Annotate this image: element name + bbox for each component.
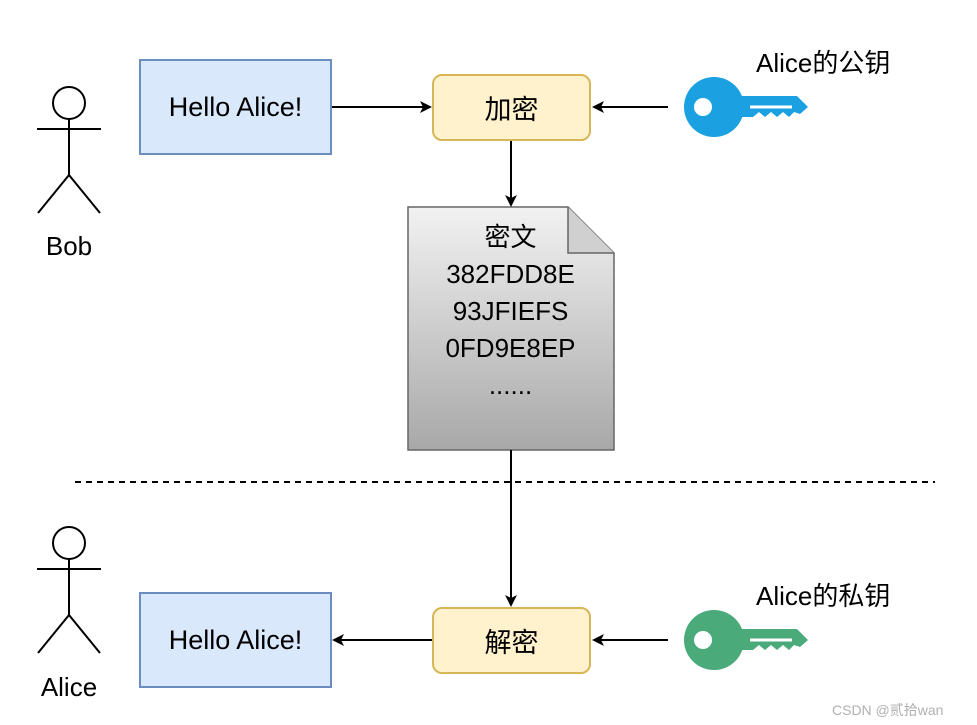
decrypted-message-box: Hello Alice! xyxy=(139,592,332,688)
decrypt-box: 解密 xyxy=(432,607,591,674)
ciphertext-line: 93JFIEFS xyxy=(452,296,569,326)
decrypt-label: 解密 xyxy=(484,628,539,658)
private-key-icon xyxy=(684,610,808,670)
ciphertext-line: ...... xyxy=(488,370,533,400)
bob-label: Bob xyxy=(45,231,93,261)
alice-actor-icon xyxy=(37,526,101,654)
encrypt-box: 加密 xyxy=(432,74,591,141)
public-key-icon xyxy=(684,77,808,137)
ciphertext-title: 密文 xyxy=(484,222,537,252)
ciphertext-content: 密文 382FDD8E 93JFIEFS 0FD9E8EP ...... xyxy=(408,219,613,404)
watermark-text: CSDN @贰拾wan xyxy=(832,702,944,718)
ciphertext-document-shape xyxy=(407,206,615,451)
plaintext-message-box: Hello Alice! xyxy=(139,59,332,155)
ciphertext-line: 0FD9E8EP xyxy=(445,333,576,363)
bob-actor-icon xyxy=(37,86,101,214)
private-key-label: Alice的私钥 xyxy=(756,581,891,611)
alice-label: Alice xyxy=(40,672,98,702)
encrypt-label: 加密 xyxy=(484,95,539,125)
document-fold xyxy=(567,207,614,254)
public-key-label: Alice的公钥 xyxy=(756,48,891,78)
decrypted-message-text: Hello Alice! xyxy=(168,624,303,655)
ciphertext-line: 382FDD8E xyxy=(446,259,575,289)
plaintext-message-text: Hello Alice! xyxy=(168,91,303,122)
